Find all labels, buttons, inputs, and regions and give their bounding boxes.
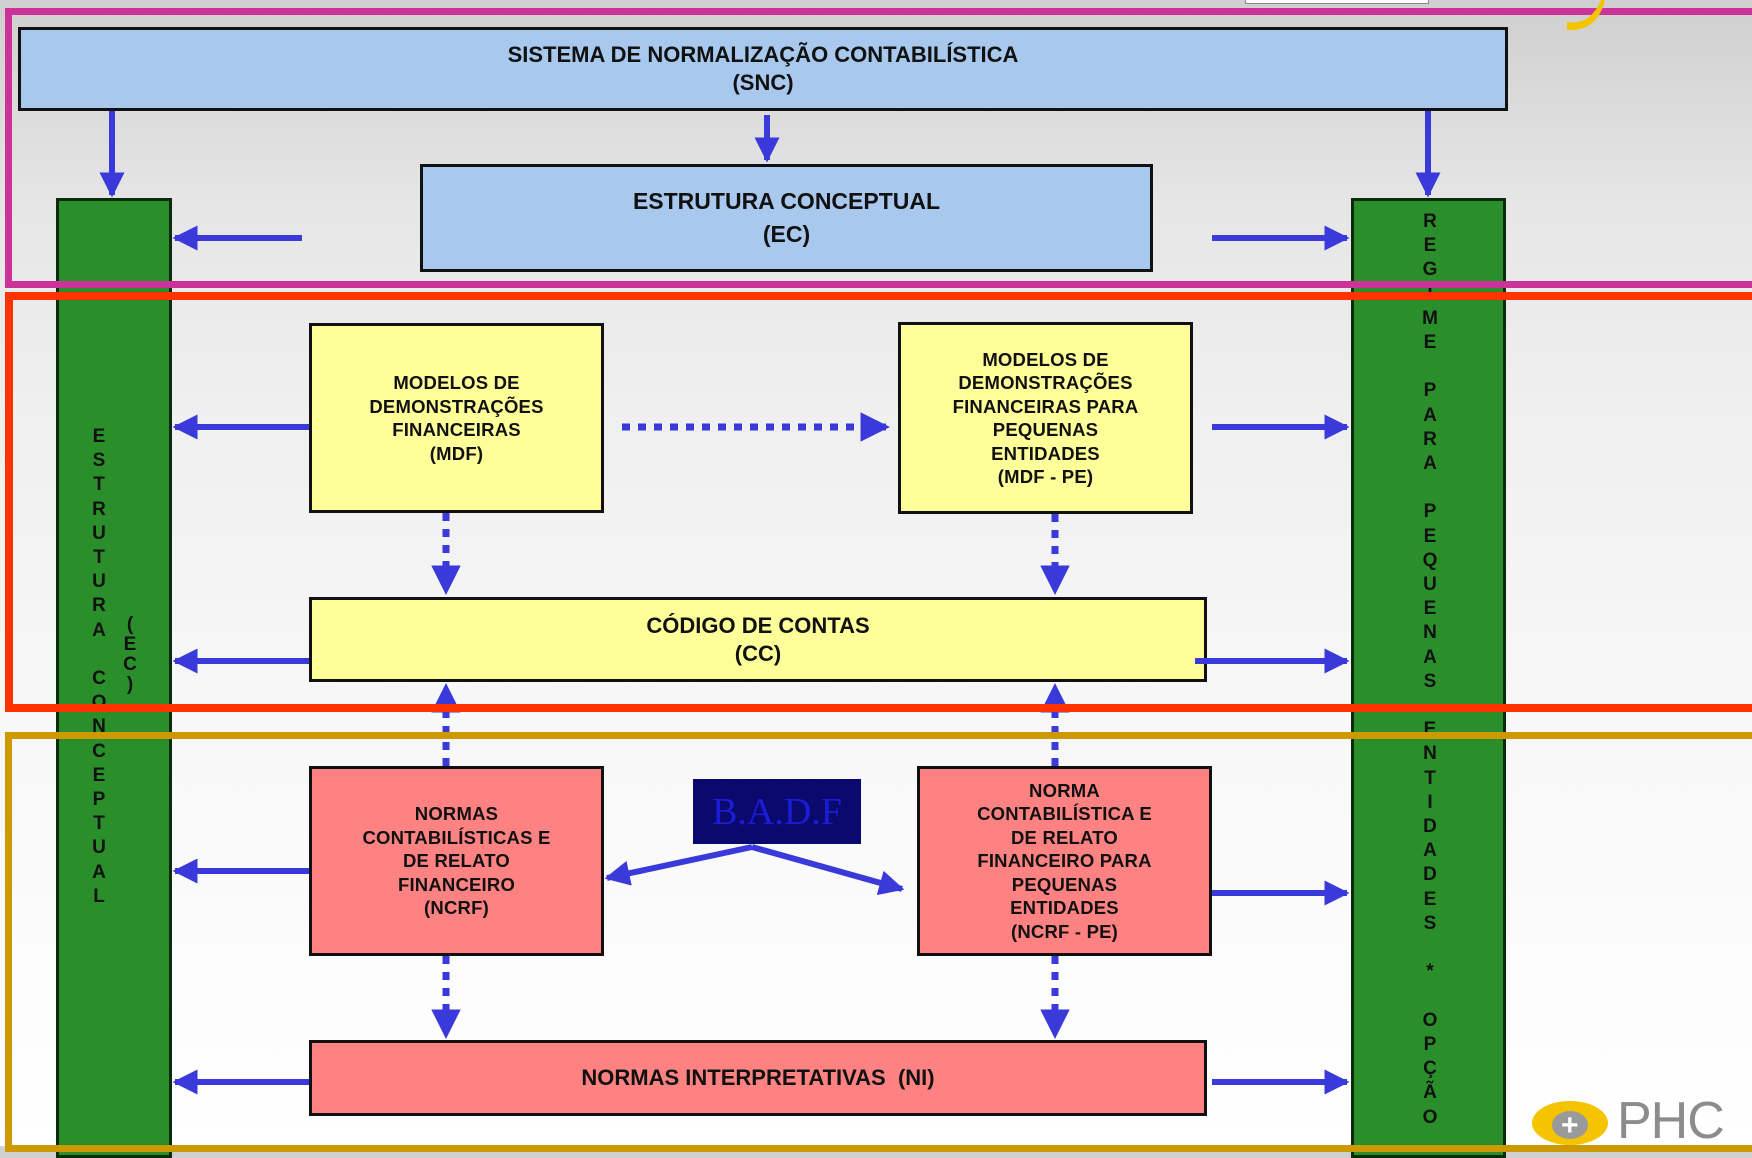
mdfpe-line-1: MODELOS DE — [982, 348, 1109, 370]
cc-box: CÓDIGO DE CONTAS (CC) — [309, 597, 1207, 682]
ncrfpe-line-5: PEQUENAS — [1011, 873, 1118, 895]
ncrf-box: NORMAS CONTABILÍSTICAS E DE RELATO FINAN… — [309, 766, 604, 956]
ncrf-pe-box: NORMA CONTABILÍSTICA E DE RELATO FINANCE… — [917, 766, 1212, 956]
ncrfpe-line-4: FINANCEIRO PARA — [977, 850, 1152, 872]
ncrfpe-line-2: CONTABILÍSTICA E — [977, 803, 1152, 825]
svg-text:+: + — [1561, 1109, 1579, 1142]
ncrfpe-line-1: NORMA — [1029, 779, 1100, 801]
arrow-badf-ncrfpe — [751, 844, 905, 896]
mdf-line-2: DEMONSTRAÇÕES — [369, 395, 544, 417]
top-corner-box — [1245, 0, 1429, 4]
ncrf-line-4: FINANCEIRO — [397, 873, 516, 895]
ncrfpe-line-3: DE RELATO — [1011, 826, 1118, 848]
ncrfpe-line-6: ENTIDADES — [1010, 897, 1119, 919]
mdfpe-line-6: (MDF - PE) — [997, 466, 1094, 487]
ni-box: NORMAS INTERPRETATIVAS (NI) — [309, 1040, 1207, 1116]
ec-box: ESTRUTURA CONCEPTUAL (EC) — [420, 164, 1153, 272]
snc-title: SISTEMA DE NORMALIZAÇÃO CONTABILÍSTICA — [507, 42, 1019, 67]
snc-box: SISTEMA DE NORMALIZAÇÃO CONTABILÍSTICA (… — [18, 27, 1508, 111]
right-bar-regime-pequenas-entidades — [1351, 198, 1506, 1158]
ec-title: ESTRUTURA CONCEPTUAL — [632, 188, 941, 214]
left-bar-side-text: ( E C ) — [123, 614, 137, 695]
ncrf-line-3: DE RELATO — [403, 850, 510, 872]
mdf-line-1: MODELOS DE — [393, 372, 520, 393]
mdfpe-line-5: ENTIDADES — [991, 442, 1100, 464]
snc-subtitle: (SNC) — [732, 70, 794, 95]
phc-logo-icon: + — [1532, 1101, 1608, 1145]
ncrfpe-line-7: (NCRF - PE) — [1010, 920, 1119, 942]
mdf-line-3: FINANCEIRAS — [392, 419, 521, 440]
cc-subtitle: (CC) — [734, 640, 782, 666]
ncrf-line-2: CONTABILÍSTICAS E — [362, 826, 551, 848]
mdf-box: MODELOS DE DEMONSTRAÇÕES FINANCEIRAS (MD… — [309, 323, 604, 513]
mdf-line-4: (MDF) — [429, 442, 484, 464]
ncrf-line-5: (NCRF) — [424, 897, 489, 919]
cc-title: CÓDIGO DE CONTAS — [646, 612, 870, 638]
phc-logo: + PHC — [1525, 1085, 1752, 1150]
top-right-logo-fragment — [1565, 0, 1605, 31]
left-bar-text: E S T R U T U R A C O N C E P T U A L — [91, 426, 107, 907]
badf-label: B.A.D.F — [693, 779, 861, 844]
arrow-badf-ncrf — [604, 844, 753, 886]
ncrf-line-1: NORMAS — [414, 803, 499, 825]
phc-logo-text: PHC — [1617, 1092, 1725, 1150]
mdfpe-line-2: DEMONSTRAÇÕES — [958, 372, 1133, 393]
ni-label: NORMAS INTERPRETATIVAS (NI) — [581, 1065, 935, 1090]
ec-subtitle: (EC) — [762, 221, 811, 247]
mdf-pe-box: MODELOS DE DEMONSTRAÇÕES FINANCEIRAS PAR… — [898, 322, 1193, 514]
mdfpe-line-3: FINANCEIRAS PARA — [952, 395, 1139, 417]
mdfpe-line-4: PEQUENAS — [992, 419, 1099, 440]
